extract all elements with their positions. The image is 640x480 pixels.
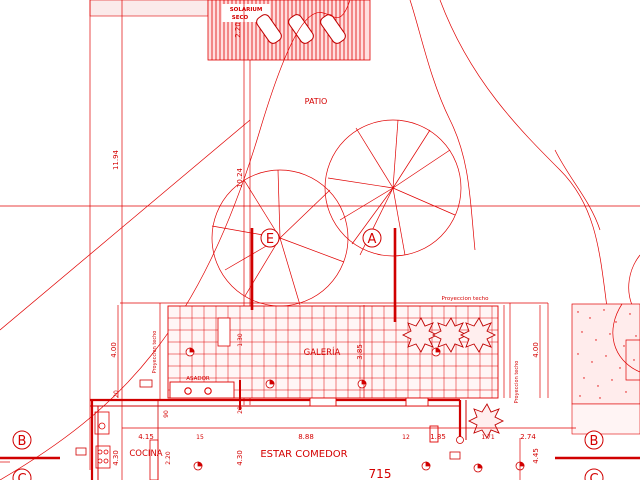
axis-c-bubble-right	[584, 468, 604, 480]
seco-label: SECO	[232, 15, 249, 21]
axis-b-label-left: B	[18, 434, 27, 449]
terrain-block	[571, 303, 640, 435]
cocina-label: COCINA	[129, 449, 162, 459]
dim-4-15: 4.15	[138, 433, 154, 441]
dimension-lines	[117, 305, 576, 480]
dim-2-74: 2.74	[520, 433, 536, 441]
dim-2-20-bottom: 2.20	[165, 451, 172, 465]
dim-1-30: 1.30	[237, 333, 244, 347]
dim-4-30-left: 4.30	[112, 450, 120, 466]
dim-15: 15	[196, 434, 204, 441]
axis-e-bubble	[260, 228, 280, 248]
level-marker-icon	[75, 347, 525, 473]
dim-2-20-top: 2.20	[234, 22, 242, 38]
kitchen-fixtures	[94, 411, 159, 480]
roof-projection-note-right: Proyeccion techo	[514, 361, 520, 404]
axis-e-label: E	[266, 232, 274, 247]
dim-1-85: 1.85	[430, 433, 446, 441]
axis-columns	[0, 228, 640, 460]
axis-c-label-right: C	[589, 472, 598, 480]
windows	[309, 397, 439, 443]
dim-4-30-center: 4.30	[236, 450, 244, 466]
axis-b-bubble-right	[584, 430, 604, 450]
axis-b-bubble-left	[12, 430, 32, 450]
sun-lounger-icon	[256, 14, 346, 44]
axis-a-label: A	[368, 232, 377, 247]
axis-b-label-right: B	[590, 434, 599, 449]
axis-bubbles	[12, 228, 604, 480]
dim-715: 715	[369, 467, 392, 480]
tree-canopy-icon	[211, 119, 462, 307]
dim-90: 90	[163, 410, 170, 418]
galeria-floor	[167, 305, 499, 399]
asador-label: ASADOR	[186, 376, 210, 382]
dim-4-45: 4.45	[532, 448, 540, 464]
solarium-block: SOLARIUM SECO	[89, 0, 371, 61]
dim-4-00-left: 4.00	[110, 342, 118, 358]
plant-icon	[401, 317, 505, 439]
dim-3-85: 3.85	[356, 344, 364, 360]
galeria-label: GALERÍA	[304, 346, 341, 358]
roof-projection-note-top: Proyeccion techo	[442, 296, 490, 302]
roof-projection-outline	[120, 302, 549, 400]
solarium-label: SOLARIUM	[230, 7, 263, 13]
estar-comedor-label: ESTAR COMEDOR	[260, 449, 347, 460]
dim-12: 12	[402, 434, 410, 441]
dim-1-71: 1.71	[481, 434, 495, 441]
walls	[90, 380, 467, 480]
axis-c-label-left: C	[17, 472, 26, 480]
dim-10-24: 10.24	[236, 167, 244, 188]
patio-label: PATIO	[305, 97, 328, 106]
axis-c-bubble-left	[12, 468, 32, 480]
dim-4-00-right: 4.00	[532, 342, 540, 358]
axis-a-bubble	[362, 228, 382, 248]
dim-20-left: 20	[113, 390, 120, 398]
dim-8-88: 8.88	[298, 433, 314, 441]
roof-projection-note-left: Proyeccion techo	[152, 331, 158, 374]
dim-11-94: 11.94	[112, 149, 120, 170]
dim-20-center: 20	[237, 406, 244, 414]
